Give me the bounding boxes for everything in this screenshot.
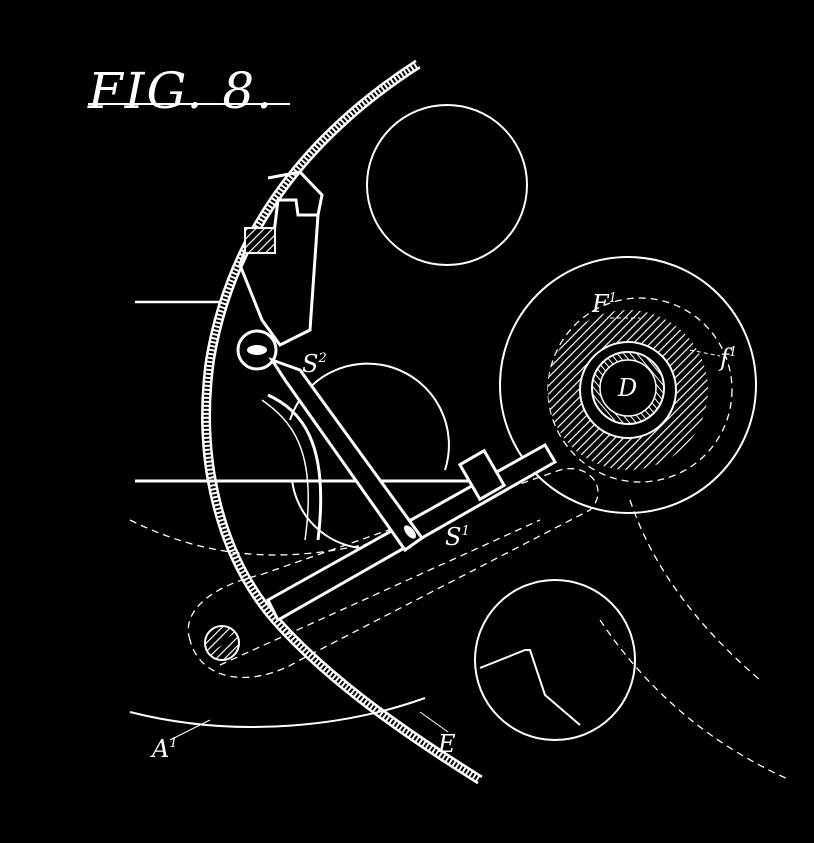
lever-plate: [187, 467, 599, 679]
label-f1: F1: [591, 290, 617, 318]
spring-edge: [261, 399, 309, 541]
arm-end-slot: [404, 525, 416, 539]
hub-center: [599, 359, 657, 417]
pivot-screw-slot: [211, 634, 234, 652]
dashed-large-arc: [629, 499, 761, 681]
lower-circle-inner: [479, 649, 581, 726]
label-d: D: [617, 374, 637, 402]
middle-circle-lower: [291, 479, 361, 549]
outer-case-arc: [201, 59, 483, 785]
label-e: E: [437, 730, 456, 758]
bracket-block-hatched: [244, 227, 276, 254]
leader-a1: [169, 719, 211, 741]
diagonal-arm: [268, 357, 425, 553]
leader-f-prime: [689, 349, 721, 357]
outer-case-arc-inner: [203, 61, 482, 783]
lever-plate-2: [219, 519, 541, 666]
right-wheel-outer: [499, 256, 757, 514]
label-s1: S1: [445, 523, 470, 551]
upper-circle: [366, 104, 528, 266]
spring: [267, 393, 323, 541]
lower-circle: [474, 579, 636, 741]
bracket-pivot-slot: [247, 345, 267, 355]
label-s2: S2: [302, 350, 327, 378]
rod-collar: [457, 448, 507, 502]
figure-title: FIG. 8.: [87, 62, 274, 120]
base-arc: [129, 697, 426, 728]
label-a1: A1: [150, 735, 178, 763]
upper-bracket: [238, 170, 324, 347]
leader-e: [419, 711, 449, 733]
dashed-arc-2: [599, 619, 791, 781]
label-f-prime: f1: [718, 344, 737, 372]
